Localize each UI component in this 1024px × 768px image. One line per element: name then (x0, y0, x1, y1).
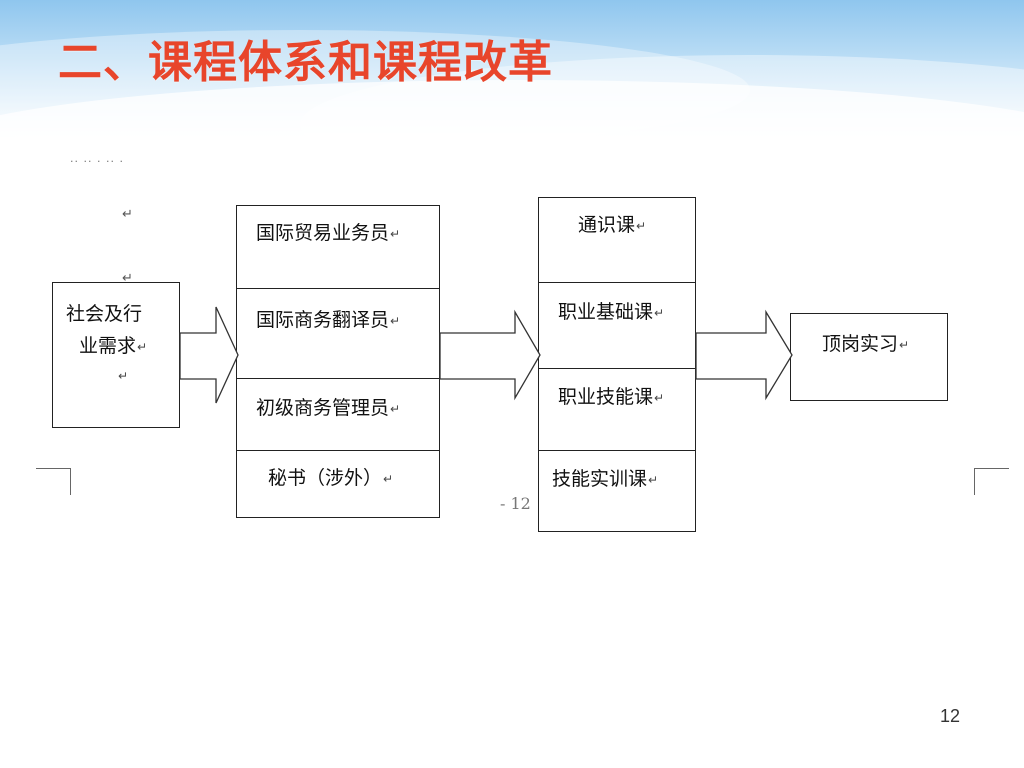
arrow-positions-to-courses (439, 309, 541, 401)
return-mark: ↵ (122, 207, 133, 222)
position-item: 国际商务翻译员↵ (256, 309, 401, 331)
divider (236, 378, 440, 379)
course-item: 技能实训课↵ (552, 468, 659, 490)
crop-corner (36, 468, 71, 495)
divider (538, 282, 696, 283)
header-band (0, 0, 1024, 140)
divider (236, 288, 440, 289)
source-line2: 业需求↵ (79, 335, 148, 357)
positions-column (236, 205, 440, 518)
page-mark: - 12 (500, 494, 531, 513)
courses-column (538, 197, 696, 532)
source-box: 社会及行 业需求↵ ↵ (52, 282, 180, 428)
arrow-source-to-positions (179, 306, 239, 404)
position-item: 初级商务管理员↵ (256, 397, 401, 419)
course-item: 职业技能课↵ (558, 386, 665, 408)
slide-title: 二、课程体系和课程改革 (58, 37, 553, 88)
return-mark: ↵ (118, 369, 129, 383)
course-item: 职业基础课↵ (558, 301, 665, 323)
outcome-label: 顶岗实习↵ (822, 333, 910, 355)
source-line1: 社会及行 (66, 303, 143, 325)
divider (236, 450, 440, 451)
arrow-courses-to-outcome (695, 309, 793, 401)
divider (538, 450, 696, 451)
position-item: 国际贸易业务员↵ (256, 222, 401, 244)
position-item: 秘书（涉外）↵ (268, 467, 394, 489)
return-mark: ↵ (122, 271, 133, 286)
crop-corner (974, 468, 1009, 495)
slide-number: 12 (940, 706, 961, 726)
outcome-box (790, 313, 948, 401)
fragment-marks: ·· ·· · ·· · (70, 155, 124, 168)
course-item: 通识课↵ (578, 214, 647, 236)
divider (538, 368, 696, 369)
